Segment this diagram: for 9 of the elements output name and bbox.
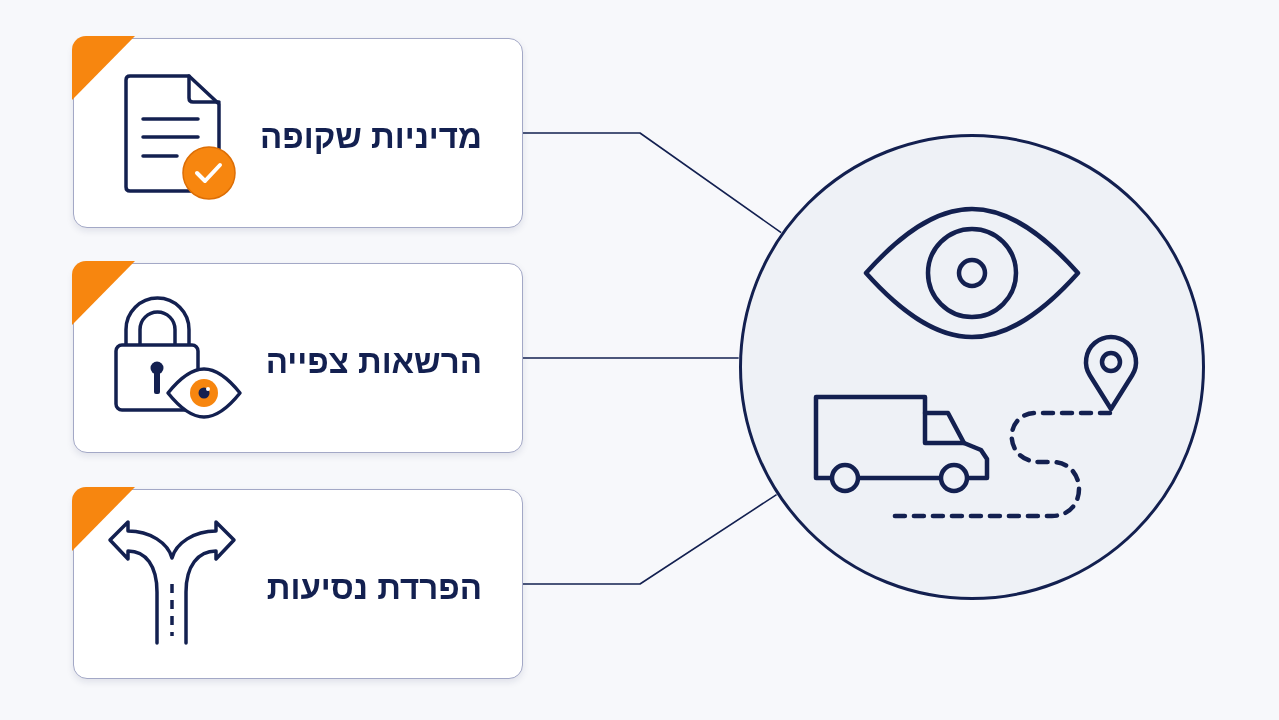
feature-card bbox=[73, 38, 523, 228]
feature-card bbox=[73, 489, 523, 679]
feature-card bbox=[73, 263, 523, 453]
feature-title: הפרדת נסיעות bbox=[266, 568, 482, 608]
connector-line bbox=[522, 357, 740, 359]
connector-line bbox=[522, 132, 782, 234]
feature-title: מדיניות שקופה bbox=[259, 117, 482, 157]
feature-title: הרשאות צפייה bbox=[265, 342, 482, 382]
connector-line bbox=[522, 493, 778, 585]
